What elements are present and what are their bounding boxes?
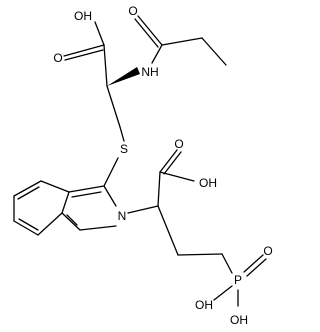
- atom-o-amide: O: [128, 4, 137, 18]
- atom-o-carboxyl-mid: O: [174, 137, 183, 151]
- bond-n-c3: [79, 225, 117, 231]
- bond-c1-o-double-2: [64, 49, 104, 61]
- bond-p-o-2: [246, 258, 267, 277]
- bond-camide-ch2: [161, 37, 203, 46]
- bond-c1-c7a-2: [71, 191, 102, 198]
- bond-cc-cd: [177, 253, 223, 256]
- bond-camide-o-2: [134, 18, 159, 48]
- bond-ch2-s: [119, 126, 125, 142]
- atom-s: S: [120, 142, 128, 156]
- bond-cb-cooh: [157, 171, 161, 207]
- atom-oh-p-bottom: OH: [230, 313, 248, 327]
- atom-p: P: [234, 273, 242, 287]
- atom-oh-top: OH: [74, 9, 92, 23]
- bond-calpha-ch2: [106, 85, 121, 128]
- bond-c3-c3a: [61, 212, 81, 231]
- bond-s-c1ring: [103, 157, 119, 187]
- bond-c1-oh: [94, 21, 105, 46]
- atom-n-ring: N: [118, 209, 127, 223]
- atom-oh-p-left: OH: [195, 298, 213, 312]
- atom-nh: NH: [141, 65, 158, 79]
- bond-c1-c7a: [68, 185, 105, 193]
- atom-oh-mid: OH: [199, 176, 217, 190]
- bond-cd-p: [221, 253, 233, 274]
- bond-cooh-oh: [159, 171, 195, 182]
- bond-cooh-o-2: [163, 151, 182, 175]
- bond-p-o: [243, 254, 264, 273]
- bond-c1-calpha: [103, 44, 108, 87]
- bond-c3-c3a-2: [66, 214, 78, 226]
- bond-c7a-c7: [40, 180, 70, 193]
- atom-o-carboxyl-top: O: [53, 51, 62, 65]
- wedge-bond-calpha-nh: [107, 67, 140, 86]
- bond-ch2-ch3: [201, 37, 227, 66]
- bond-cb-cc: [157, 205, 179, 256]
- atom-o-phosphoryl: O: [263, 244, 272, 258]
- chemical-structure-diagram: OH O O NH S N OH O P O OH OH: [13, 4, 273, 327]
- bond-c7-c6: [13, 180, 42, 197]
- bond-cooh-o: [159, 149, 178, 173]
- bond-c1-n: [103, 185, 117, 207]
- bonds: [13, 15, 267, 307]
- atom-labels: OH O O NH S N OH O P O OH OH: [53, 4, 272, 327]
- bond-c1-o-double: [63, 44, 105, 57]
- bond-camide-o: [137, 15, 163, 46]
- bond-n-cb: [127, 205, 159, 214]
- bond-p-oh-left: [213, 285, 233, 301]
- bond-c5-c4: [13, 220, 39, 236]
- bond-c5-c4-2: [18, 218, 39, 231]
- bond-c3a-c7a: [61, 191, 70, 214]
- bond-c7-c6-2: [17, 186, 40, 200]
- bond-c4-c3a: [37, 212, 63, 236]
- bond-nh-camide: [151, 44, 163, 64]
